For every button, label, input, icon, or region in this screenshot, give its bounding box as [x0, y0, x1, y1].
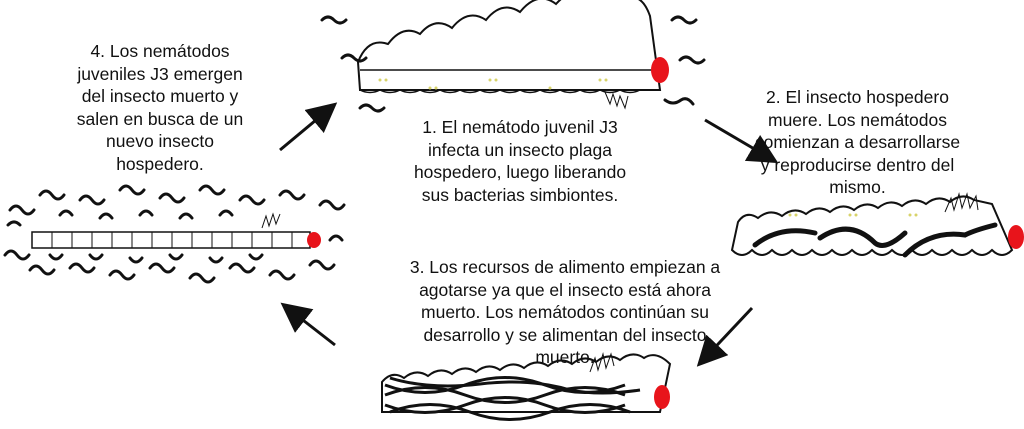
nematodes-approaching — [320, 15, 706, 113]
step-2-caption: 2. El insecto hospedero muere. Los nemát… — [745, 86, 970, 199]
caption-line: 1. El nemátodo juvenil J3 — [422, 117, 618, 137]
arrow-3-to-4 — [280, 302, 336, 347]
caption-line: hospedero, luego liberando — [413, 162, 627, 182]
caption-line: agotarse ya que el insecto está ahora — [419, 279, 711, 300]
arrow-4-to-1 — [279, 102, 338, 152]
caption-line: 3. Los recursos de alimento empiezan a — [409, 257, 721, 277]
caption-line: del insecto muerto y — [81, 86, 239, 106]
caption-line: salen en busca de un — [76, 108, 244, 129]
caption-line: infecta un insecto plaga — [428, 139, 612, 160]
nematodes-emerging — [3, 184, 346, 284]
caption-line: muere. Los nemátodos — [768, 109, 947, 130]
caption-line: 2. El insecto hospedero — [766, 87, 949, 107]
larva-consumed — [381, 352, 672, 421]
caption-line: comienzan a desarrollarse — [754, 132, 961, 152]
arrow-1-to-2 — [704, 118, 779, 164]
caption-line: sus bacterias simbiontes. — [421, 184, 619, 205]
larva-emptied — [31, 212, 321, 249]
caption-line: muerto. — [535, 347, 595, 367]
larva-dead — [730, 192, 1024, 258]
caption-line: desarrollo y se alimentan del insecto — [423, 324, 707, 345]
caption-line: muerto. Los nemátodos continúan su — [421, 302, 709, 322]
caption-line: nuevo insecto — [106, 131, 214, 151]
step-3-caption: 3. Los recursos de alimento empiezan a a… — [395, 256, 735, 369]
step-1-caption: 1. El nemátodo juvenil J3 infecta un ins… — [405, 116, 635, 206]
larva-infected — [356, 0, 669, 110]
caption-line: mismo. — [829, 177, 886, 197]
caption-line: hospedero. — [116, 153, 204, 174]
larva-head — [651, 57, 669, 83]
caption-line: 4. Los nemátodos — [90, 41, 230, 61]
arrow-2-to-3 — [696, 306, 754, 367]
caption-line: juveniles J3 emergen — [77, 63, 243, 84]
step-4-caption: 4. Los nemátodos juveniles J3 emergen de… — [60, 40, 260, 175]
caption-line: y reproducirse dentro del — [760, 154, 955, 175]
